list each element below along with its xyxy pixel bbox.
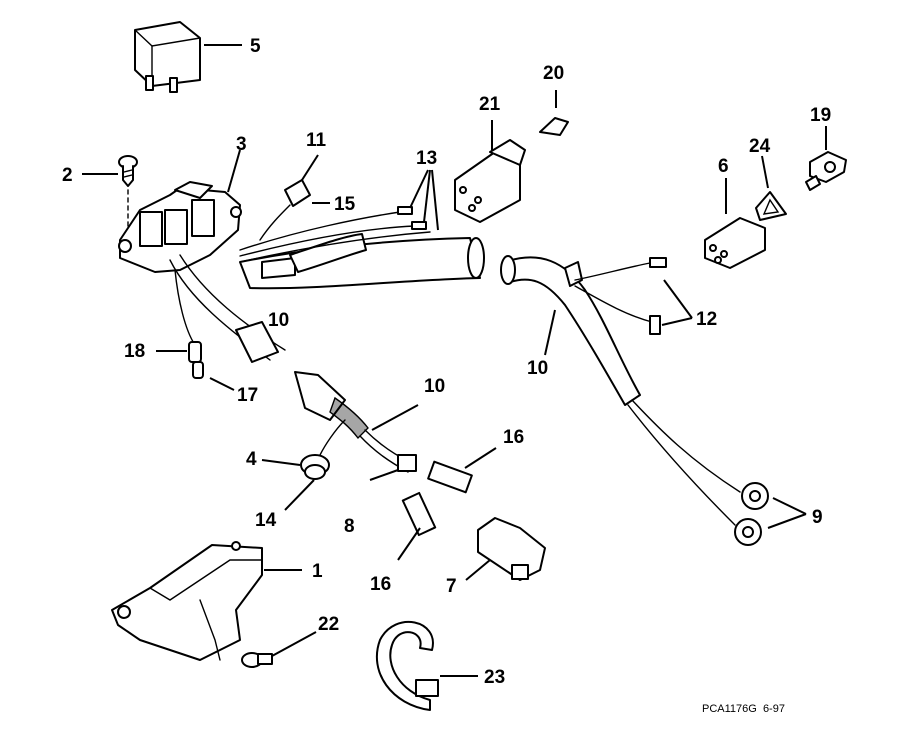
harness-sheath-right (500, 255, 693, 406)
callout-23: 23 (484, 667, 505, 688)
callout-10-upper: 10 (268, 310, 289, 331)
callout-13: 13 (416, 148, 437, 169)
callout-14: 14 (255, 510, 277, 531)
callout-20: 20 (543, 63, 564, 84)
callout-15: 15 (334, 194, 356, 215)
callout-2: 2 (62, 165, 73, 186)
drawing-reference-code: PCA1176G 6-97 (702, 703, 785, 715)
callout-1: 1 (312, 561, 323, 582)
screw-part (82, 155, 138, 231)
connector-6-part (704, 178, 766, 269)
callout-22: 22 (318, 614, 339, 635)
callout-6: 6 (718, 156, 729, 177)
connectors-16 (397, 447, 497, 561)
lead-18-part (156, 269, 235, 391)
harness-sheath-upper (239, 233, 485, 290)
callout-24: 24 (749, 136, 771, 157)
connector-7-part (465, 517, 546, 581)
callout-21: 21 (479, 94, 501, 115)
wire-ends-13 (239, 169, 439, 263)
relay-part (134, 21, 242, 93)
callout-3: 3 (236, 134, 247, 155)
ring-terminals-9 (627, 399, 807, 546)
grommet-24-part (755, 155, 787, 221)
callout-17: 17 (237, 385, 258, 406)
relay-bracket-part (118, 149, 242, 273)
callout-18: 18 (124, 341, 145, 362)
callout-9: 9 (812, 507, 823, 528)
callout-labels: 1 2 3 4 5 6 7 8 9 10 10 10 11 12 13 14 1… (62, 36, 831, 688)
screw-22-part (241, 631, 317, 668)
connector-21-part (454, 120, 526, 223)
callout-4: 4 (246, 449, 257, 470)
bracket-1-part (111, 541, 302, 661)
strap-23-part (375, 621, 478, 711)
callout-8: 8 (344, 516, 355, 537)
grommet-4-part (261, 419, 346, 511)
callout-19: 19 (810, 105, 831, 126)
callout-16-upper: 16 (503, 427, 524, 448)
harness-sheath-lower (169, 254, 419, 481)
callout-7: 7 (446, 576, 457, 597)
connector-11-part (259, 154, 330, 241)
callout-10-middle: 10 (424, 376, 445, 397)
callout-10-right: 10 (527, 358, 548, 379)
callout-11: 11 (306, 130, 327, 151)
fitting-19-part (805, 126, 847, 191)
callout-12: 12 (696, 309, 717, 330)
callout-16-lower: 16 (370, 574, 391, 595)
callout-5: 5 (250, 36, 261, 57)
terminal-20-part (539, 90, 569, 136)
